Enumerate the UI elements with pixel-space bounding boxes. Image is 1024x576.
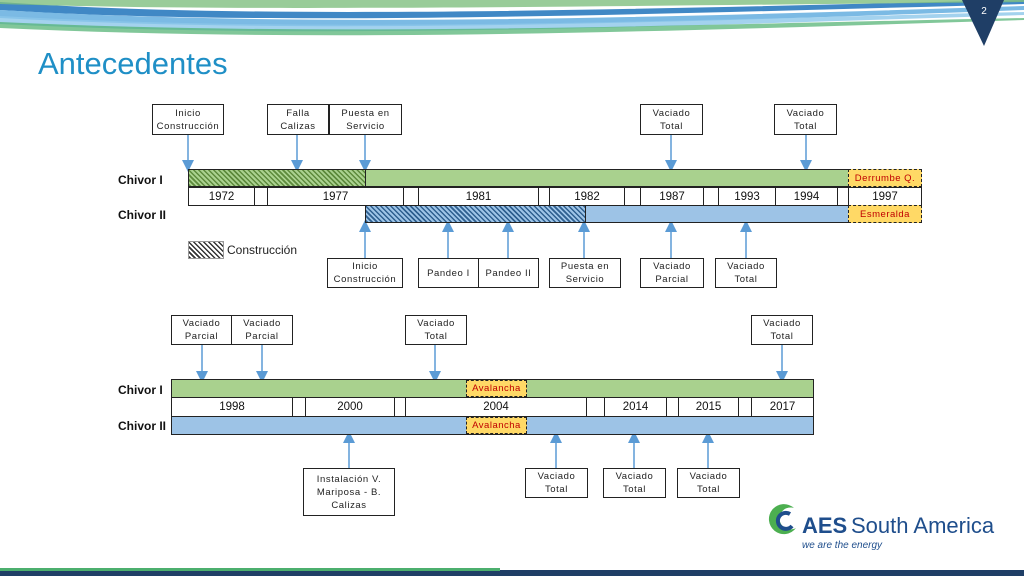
year-cell: 1982: [549, 187, 625, 206]
event-vaciado-parcial-1987: Vaciado Parcial: [640, 258, 704, 288]
event-pandeo-ii: Pandeo II: [478, 258, 539, 288]
year-cell: 2015: [678, 397, 739, 417]
event-vaciado-total-1993: Vaciado Total: [715, 258, 777, 288]
event-vaciado-total-2014b: Vaciado Total: [603, 468, 666, 498]
row-label-chivor1: Chivor I: [118, 173, 163, 187]
year-cell: 1981: [418, 187, 539, 206]
year-gap-cell: [254, 187, 268, 206]
page-number: 2: [981, 6, 987, 17]
event-pandeo-i: Pandeo I: [418, 258, 479, 288]
year-gap-cell: [403, 187, 419, 206]
event-vaciado-total-2017: Vaciado Total: [751, 315, 813, 345]
event-falla-calizas: Falla Calizas: [267, 104, 329, 135]
corner-triangle: [962, 0, 1004, 46]
event-vaciado-parcial-1998b: Vaciado Parcial: [231, 315, 293, 345]
event-vaciado-total-1994: Vaciado Total: [774, 104, 837, 135]
year-cell: 2004: [405, 397, 587, 417]
event-vaciado-total-1987: Vaciado Total: [640, 104, 703, 135]
chivor2-operation-bar: [585, 205, 849, 223]
year-gap-cell: [738, 397, 752, 417]
logo-region: South America: [851, 513, 995, 538]
year-cell: 1987: [640, 187, 704, 206]
row-label-chivor1: Chivor I: [118, 383, 163, 397]
event-inicio-construccion-chivor2: Inicio Construcción: [327, 258, 403, 288]
event-puesta-en-servicio-chivor2: Puesta en Servicio: [549, 258, 621, 288]
event-derrumbe: Derrumbe Q.: [848, 169, 922, 187]
logo-tagline: we are the energy: [802, 540, 883, 551]
page-title: Antecedentes: [38, 46, 228, 81]
event-vaciado-total-2004: Vaciado Total: [405, 315, 467, 345]
row-label-chivor2: Chivor II: [118, 208, 167, 222]
year-gap-cell: [624, 187, 641, 206]
year-cell: 1977: [267, 187, 404, 206]
year-cell: 1997: [848, 187, 922, 206]
year-gap-cell: [292, 397, 306, 417]
event-avalancha-chivor1: Avalancha: [466, 380, 527, 397]
logo-brand: AES: [802, 513, 848, 538]
event-inicio-construccion-chivor1: Inicio Construcción: [152, 104, 224, 135]
year-cell: 2000: [305, 397, 395, 417]
year-gap-cell: [586, 397, 605, 417]
event-puesta-en-servicio-chivor1: Puesta en Servicio: [329, 104, 402, 135]
legend-hatch-swatch: [188, 241, 224, 259]
row-label-chivor2: Chivor II: [118, 419, 167, 433]
event-vaciado-parcial-1998a: Vaciado Parcial: [171, 315, 232, 345]
year-cell: 1998: [171, 397, 293, 417]
year-gap-cell: [703, 187, 719, 206]
event-vaciado-total-2014a: Vaciado Total: [525, 468, 588, 498]
year-cell: 2017: [751, 397, 814, 417]
legend-label: Construcción: [227, 243, 298, 257]
year-cell: 1993: [718, 187, 776, 206]
year-cell: 1972: [188, 187, 255, 206]
event-vaciado-total-2015: Vaciado Total: [677, 468, 740, 498]
chivor1-construction-bar: [188, 169, 366, 187]
chivor2-construction-bar: [365, 205, 586, 223]
aes-logo-mark: [768, 504, 796, 535]
event-avalancha-chivor2: Avalancha: [466, 417, 527, 434]
year-cell: 1994: [775, 187, 838, 206]
year-cell: 2014: [604, 397, 667, 417]
event-esmeralda: Esmeralda: [848, 205, 922, 223]
event-instalacion-valvula-mariposa: Instalación V. Mariposa - B. Calizas: [303, 468, 395, 516]
chivor1-operation-bar: [365, 169, 849, 187]
